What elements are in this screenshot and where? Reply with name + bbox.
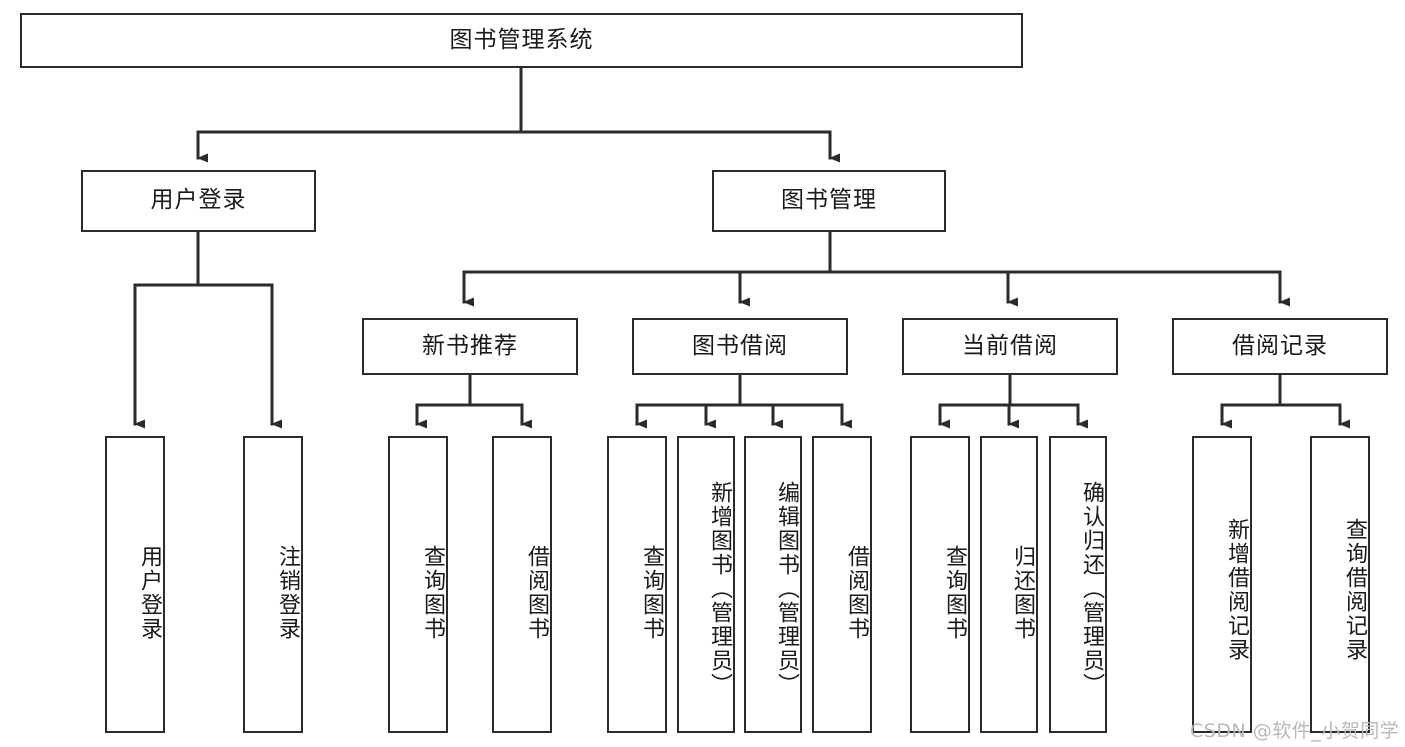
leaf-user-login-login[interactable]: 用户登录 — [105, 436, 165, 733]
leaf-book-borrow-borrow-book[interactable]: 借阅图书 — [812, 436, 872, 733]
leaf-book-borrow-add-book[interactable]: 新增图书（管理员） — [677, 436, 735, 733]
node-book-borrow[interactable]: 图书借阅 — [632, 318, 848, 375]
leaf-book-borrow-query-book[interactable]: 查询图书 — [607, 436, 667, 733]
csdn-watermark: CSDN @软件_小贺同学 — [1190, 720, 1400, 742]
node-label: 新增图书（管理员） — [707, 480, 732, 697]
leaf-new-book-query-book[interactable]: 查询图书 — [388, 436, 448, 733]
node-label: 图书管理系统 — [449, 26, 594, 53]
node-label: 查询图书 — [942, 544, 967, 641]
node-label: 借阅图书 — [524, 544, 549, 641]
node-label: 借阅图书 — [844, 544, 869, 641]
node-current-borrow[interactable]: 当前借阅 — [902, 318, 1118, 375]
node-label: 确认归还（管理员） — [1079, 480, 1104, 697]
leaf-book-borrow-edit-book[interactable]: 编辑图书（管理员） — [744, 436, 802, 733]
node-label: 查询借阅记录 — [1342, 517, 1367, 662]
leaf-current-borrow-confirm-return[interactable]: 确认归还（管理员） — [1049, 436, 1107, 733]
node-label: 注销登录 — [275, 544, 300, 641]
node-root-system[interactable]: 图书管理系统 — [20, 13, 1023, 68]
node-label: 用户登录 — [150, 187, 247, 214]
node-label: 用户登录 — [137, 544, 162, 641]
node-user-login[interactable]: 用户登录 — [81, 170, 316, 232]
node-label: 图书借阅 — [692, 332, 788, 359]
node-label: 编辑图书（管理员） — [774, 480, 799, 697]
node-label: 归还图书 — [1010, 544, 1035, 641]
node-label: 查询图书 — [420, 544, 445, 641]
node-borrow-record[interactable]: 借阅记录 — [1172, 318, 1388, 375]
leaf-current-borrow-query-book[interactable]: 查询图书 — [910, 436, 970, 733]
leaf-user-login-logout[interactable]: 注销登录 — [243, 436, 303, 733]
node-label: 借阅记录 — [1232, 332, 1328, 359]
node-label: 新增借阅记录 — [1224, 517, 1249, 662]
node-book-management[interactable]: 图书管理 — [712, 170, 946, 232]
leaf-current-borrow-return-book[interactable]: 归还图书 — [980, 436, 1038, 733]
node-label: 图书管理 — [781, 187, 877, 214]
node-label: 查询图书 — [639, 544, 664, 641]
node-new-book-recommend[interactable]: 新书推荐 — [362, 318, 578, 375]
node-label: 新书推荐 — [422, 332, 518, 359]
leaf-borrow-record-query-record[interactable]: 查询借阅记录 — [1310, 436, 1370, 733]
node-label: 当前借阅 — [962, 332, 1058, 359]
leaf-borrow-record-add-record[interactable]: 新增借阅记录 — [1192, 436, 1252, 733]
leaf-new-book-borrow-book[interactable]: 借阅图书 — [492, 436, 552, 733]
